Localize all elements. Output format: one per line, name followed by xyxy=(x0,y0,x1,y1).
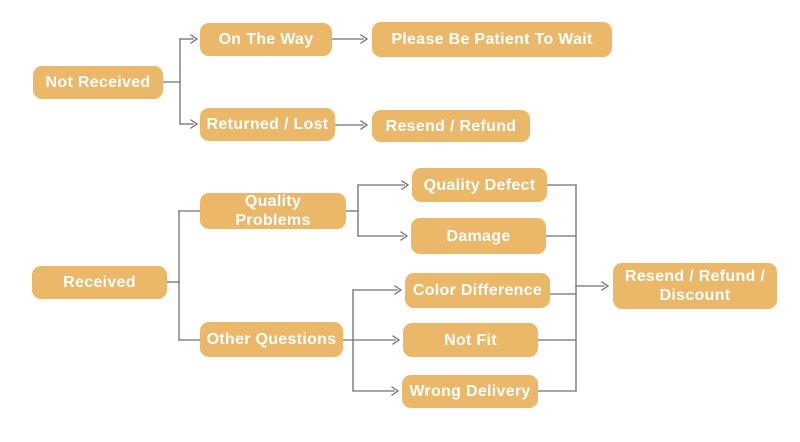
node-resend-refund: Resend / Refund xyxy=(372,110,530,142)
node-not-received: Not Received xyxy=(33,66,163,99)
arrowhead-quality-defect xyxy=(401,180,410,190)
node-received: Received xyxy=(32,266,167,299)
node-damage: Damage xyxy=(411,218,546,254)
arrowhead-color-difference xyxy=(394,285,403,295)
arrowhead-not-fit xyxy=(392,335,401,345)
node-color-difference: Color Difference xyxy=(405,273,550,308)
node-resend-refund-discount: Resend / Refund / Discount xyxy=(613,263,777,309)
node-quality-defect: Quality Defect xyxy=(412,168,547,202)
node-on-the-way: On The Way xyxy=(200,23,332,56)
arrowhead-wrong-delivery xyxy=(391,386,400,396)
node-please-be-patient: Please Be Patient To Wait xyxy=(372,22,612,57)
arrowhead-resend-refund xyxy=(360,120,369,130)
node-quality-problems: Quality Problems xyxy=(200,193,346,229)
arrowhead-please-wait xyxy=(360,34,369,44)
node-returned-lost: Returned / Lost xyxy=(200,108,335,141)
arrowhead-on-the-way xyxy=(190,34,199,44)
arrowhead-resend-refund-discount xyxy=(601,281,610,291)
node-not-fit: Not Fit xyxy=(403,323,538,357)
arrowhead-returned-lost xyxy=(190,119,199,129)
arrowhead-damage xyxy=(400,231,409,241)
node-wrong-delivery: Wrong Delivery xyxy=(402,375,538,408)
node-other-questions: Other Questions xyxy=(200,322,343,357)
